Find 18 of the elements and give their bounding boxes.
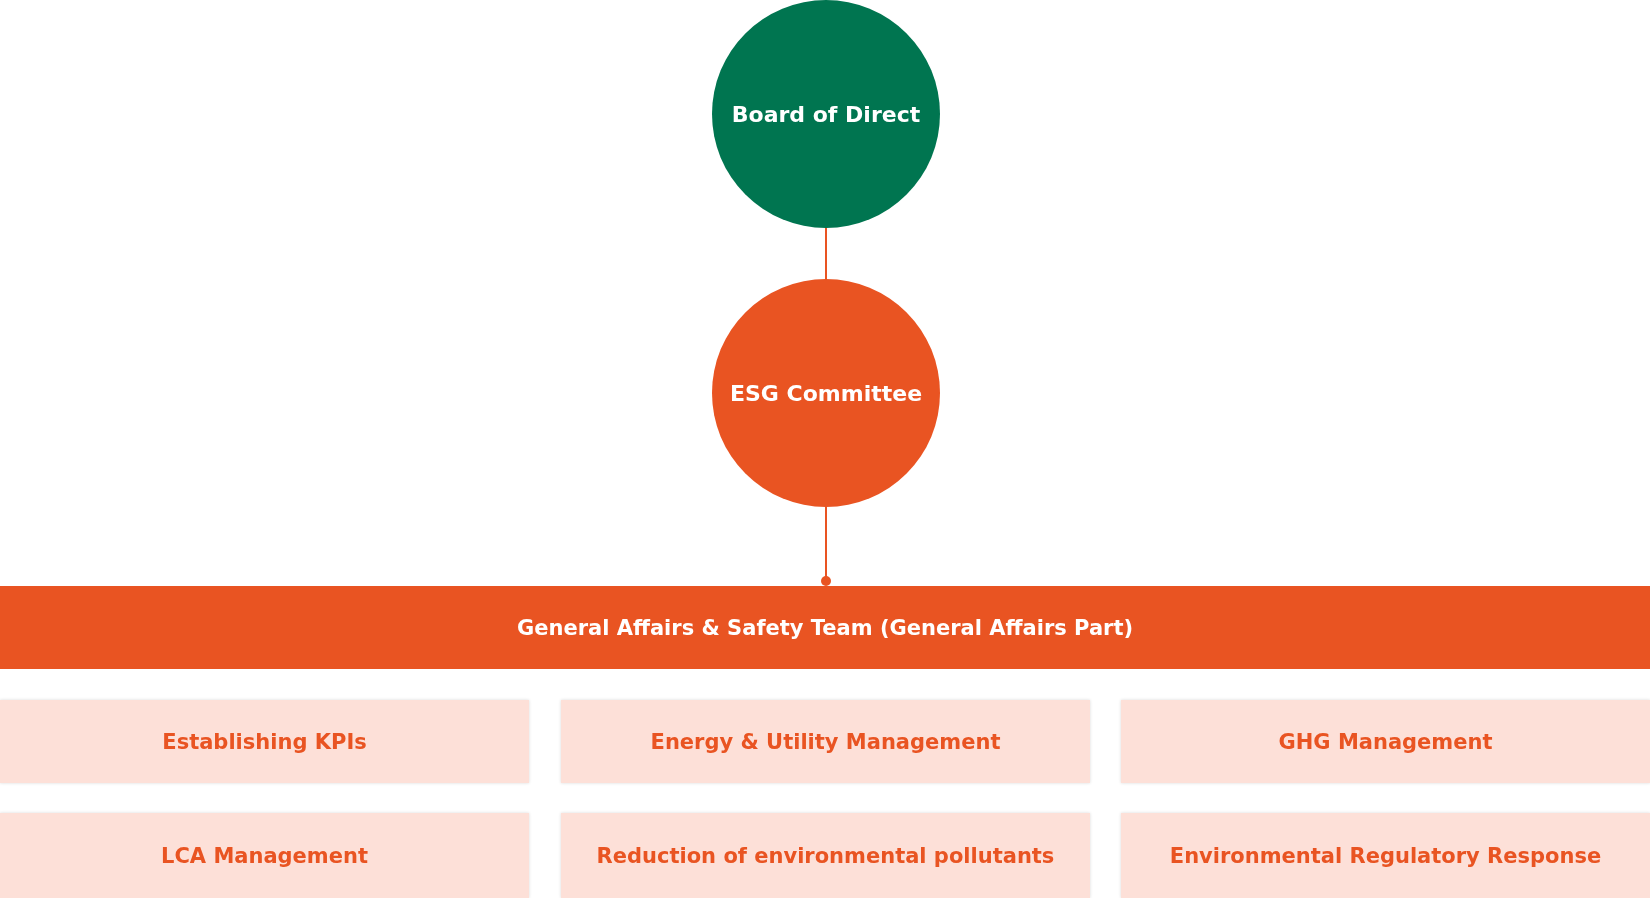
- connector-line: [825, 227, 827, 280]
- node-label: Board of Direct: [731, 101, 921, 127]
- task-box: [0, 700, 529, 783]
- node-label: Reduction of environmental pollutants: [596, 843, 1055, 868]
- node-label: Energy & Utility Management: [650, 729, 1001, 754]
- task-box: [1121, 700, 1650, 783]
- node-label: Establishing KPIs: [162, 729, 367, 754]
- task-box: [561, 700, 1090, 783]
- team-banner: [0, 586, 1650, 669]
- node-label: ESG Committee: [729, 380, 923, 406]
- task-box: [1121, 813, 1650, 898]
- connector-line-with-dot: [821, 506, 831, 586]
- node-label: Environmental Regulatory Response: [1169, 843, 1602, 868]
- task-box: [0, 813, 529, 898]
- node-label: GHG Management: [1278, 729, 1493, 754]
- node-label: LCA Management: [161, 843, 368, 868]
- task-box: [561, 813, 1090, 898]
- node-label: General Affairs & Safety Team (General Affairs Part): [516, 615, 1134, 640]
